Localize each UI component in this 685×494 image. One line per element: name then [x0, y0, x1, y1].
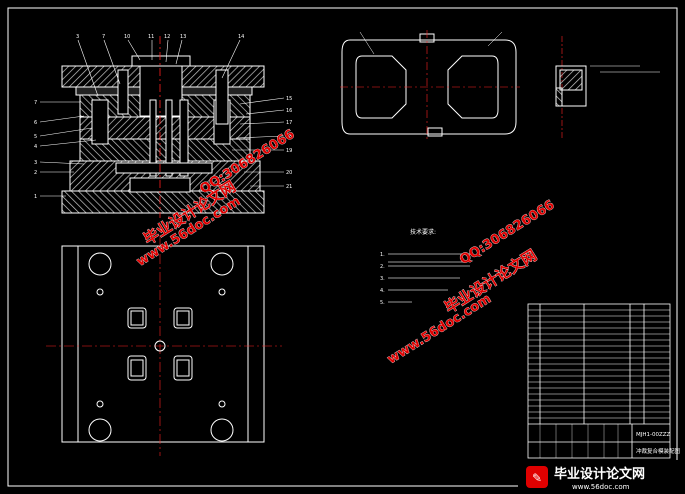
- punch-profile-ur: [173, 307, 193, 329]
- callout-18: 18: [286, 134, 292, 140]
- footer-brand: 毕业设计论文网: [554, 466, 645, 482]
- watermark-qq-right: QQ:306826066: [457, 198, 557, 268]
- watermark-url-right: www.56doc.com: [385, 291, 494, 367]
- drawing-frame: [7, 7, 678, 487]
- callout-17: 17: [286, 120, 292, 126]
- watermark-right: www.56doc.com 毕业设计论文网 QQ:306826066: [385, 197, 558, 367]
- callout-2: 2: [34, 170, 37, 176]
- callout-10: 10: [124, 34, 130, 40]
- tech-req-item-3: 3.: [380, 276, 385, 282]
- callout-3: 3: [76, 34, 79, 40]
- watermark-brand-right: 毕业设计论文网: [441, 246, 540, 317]
- side-detail-view: [555, 36, 660, 138]
- callout-4: 4: [34, 144, 37, 150]
- technical-requirements: 技术要求: 1. 2. 3. 4. 5.: [380, 228, 470, 306]
- callout-16: 16: [286, 108, 292, 114]
- callout-1: 1: [34, 194, 37, 200]
- callout-19: 19: [286, 148, 292, 154]
- callout-11: 11: [148, 34, 154, 40]
- callout-14: 14: [238, 34, 244, 40]
- punch-profile-ul: [127, 307, 147, 329]
- callout-6: 6: [34, 120, 37, 126]
- tech-req-title: 技术要求:: [410, 228, 436, 236]
- callout-7-left: 7: [34, 100, 37, 106]
- logo-icon: [526, 466, 548, 488]
- punch-profile-ll: [127, 355, 147, 381]
- callout-5: 5: [34, 134, 37, 140]
- callout-12: 12: [164, 34, 170, 40]
- part-view: [340, 30, 520, 140]
- svg-text:✎: ✎: [532, 471, 542, 485]
- footer-banner: ✎ 毕业设计论文网 www.56doc.com: [518, 460, 678, 491]
- callout-21: 21: [286, 184, 292, 190]
- tech-req-item-1: 1.: [380, 252, 385, 258]
- drawing-number: MJH1-00ZZZ: [636, 432, 671, 438]
- callout-20: 20: [286, 170, 292, 176]
- callout-7: 7: [102, 34, 105, 40]
- callout-13: 13: [180, 34, 186, 40]
- tech-req-item-4: 4.: [380, 288, 385, 294]
- callout-15: 15: [286, 96, 292, 102]
- callout-3-left: 3: [34, 160, 37, 166]
- tech-req-item-2: 2.: [380, 264, 385, 270]
- footer-url: www.56doc.com: [572, 483, 630, 491]
- section-view: 3 7 10 11 12 13 14 1 2 3 4 5 6 7 15 16 1…: [34, 34, 292, 218]
- bom-table: [527, 303, 671, 459]
- tech-req-item-5: 5.: [380, 300, 385, 306]
- punch-profile-lr: [173, 355, 193, 381]
- plan-view: [46, 236, 282, 456]
- drawing-name: 冲裁复合模装配图: [636, 447, 681, 455]
